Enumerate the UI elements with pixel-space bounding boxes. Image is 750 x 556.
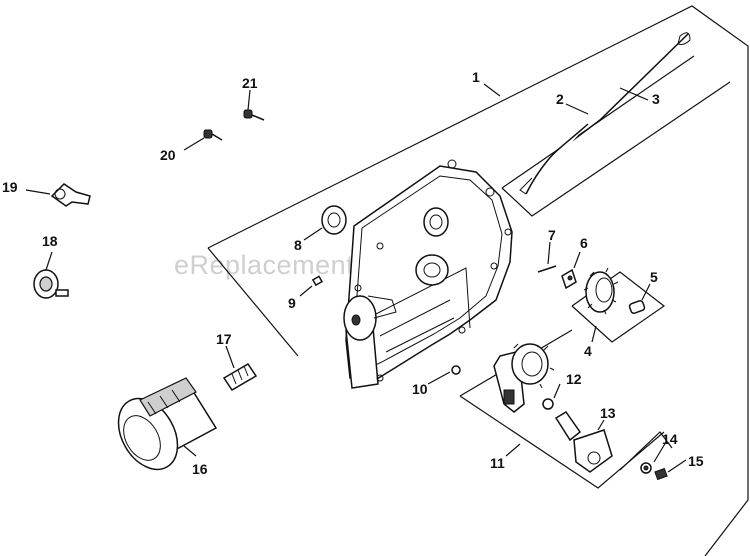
oil-pressure-switch <box>33 269 69 299</box>
pressure-relief-valve <box>554 410 613 473</box>
callout-7: 7 <box>548 227 556 243</box>
elbow-fitting <box>50 183 91 207</box>
callout-21: 21 <box>242 75 258 91</box>
governor-cap <box>628 300 646 314</box>
leader-lines <box>25 83 687 473</box>
washer <box>561 268 577 290</box>
oil-filter-nipple <box>222 362 258 392</box>
callout-17: 17 <box>216 331 232 347</box>
governor-gear <box>583 267 619 315</box>
callout-4: 4 <box>584 343 592 359</box>
pump-o-ring <box>542 398 554 410</box>
callout-11: 11 <box>490 455 505 471</box>
shaft-pin <box>537 265 557 273</box>
callout-13: 13 <box>600 405 616 421</box>
dowel-pin <box>311 275 323 287</box>
crankcase-cover <box>343 159 513 389</box>
callout-6: 6 <box>580 235 588 251</box>
callout-18: 18 <box>42 233 58 249</box>
callout-19: 19 <box>2 179 18 195</box>
callout-5: 5 <box>650 269 658 285</box>
dipstick <box>519 123 589 195</box>
callout-14: 14 <box>662 431 678 447</box>
callout-2: 2 <box>556 91 564 107</box>
o-ring <box>451 365 461 375</box>
mounting-screw <box>243 109 265 121</box>
oil-pump-assembly <box>493 343 555 413</box>
callout-labels: 1 2 3 4 5 6 7 8 9 10 11 12 13 14 15 16 1… <box>2 69 704 477</box>
callout-15: 15 <box>688 453 704 469</box>
callout-9: 9 <box>288 295 296 311</box>
callout-16: 16 <box>192 461 208 477</box>
nut <box>640 462 652 474</box>
callout-1: 1 <box>472 69 480 85</box>
oil-filter <box>117 377 218 471</box>
oil-seal <box>321 205 347 235</box>
callout-3: 3 <box>652 91 660 107</box>
callout-10: 10 <box>412 381 428 397</box>
callout-8: 8 <box>294 237 302 253</box>
cover-screw <box>203 129 223 141</box>
screw <box>654 467 668 481</box>
callout-12: 12 <box>566 371 582 387</box>
dipstick-tube <box>527 32 691 191</box>
callout-20: 20 <box>160 147 176 163</box>
